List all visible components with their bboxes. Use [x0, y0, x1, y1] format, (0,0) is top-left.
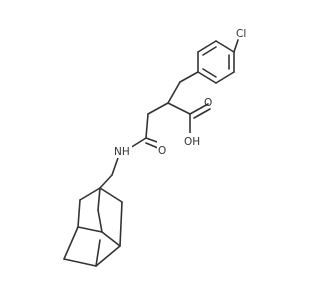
ethyl-linker: [99, 154, 120, 189]
atom-amide-oxygen: O: [158, 145, 166, 157]
atom-acid-oxygen: O: [204, 97, 212, 109]
atom-hydroxyl: OH: [184, 136, 200, 148]
amide-group: [129, 137, 161, 149]
carbon-backbone: [145, 71, 199, 139]
chlorophenyl-ring: [197, 40, 235, 84]
atom-amide-nitrogen: NH: [114, 146, 130, 158]
chemical-structure-diagram: Cl O OH O NH: [63, 28, 246, 267]
bond-ring-chlorine: [233, 39, 239, 53]
atom-chlorine: Cl: [236, 28, 246, 40]
carboxylic-acid-group: [189, 103, 211, 134]
adamantyl-cage: [63, 187, 123, 267]
